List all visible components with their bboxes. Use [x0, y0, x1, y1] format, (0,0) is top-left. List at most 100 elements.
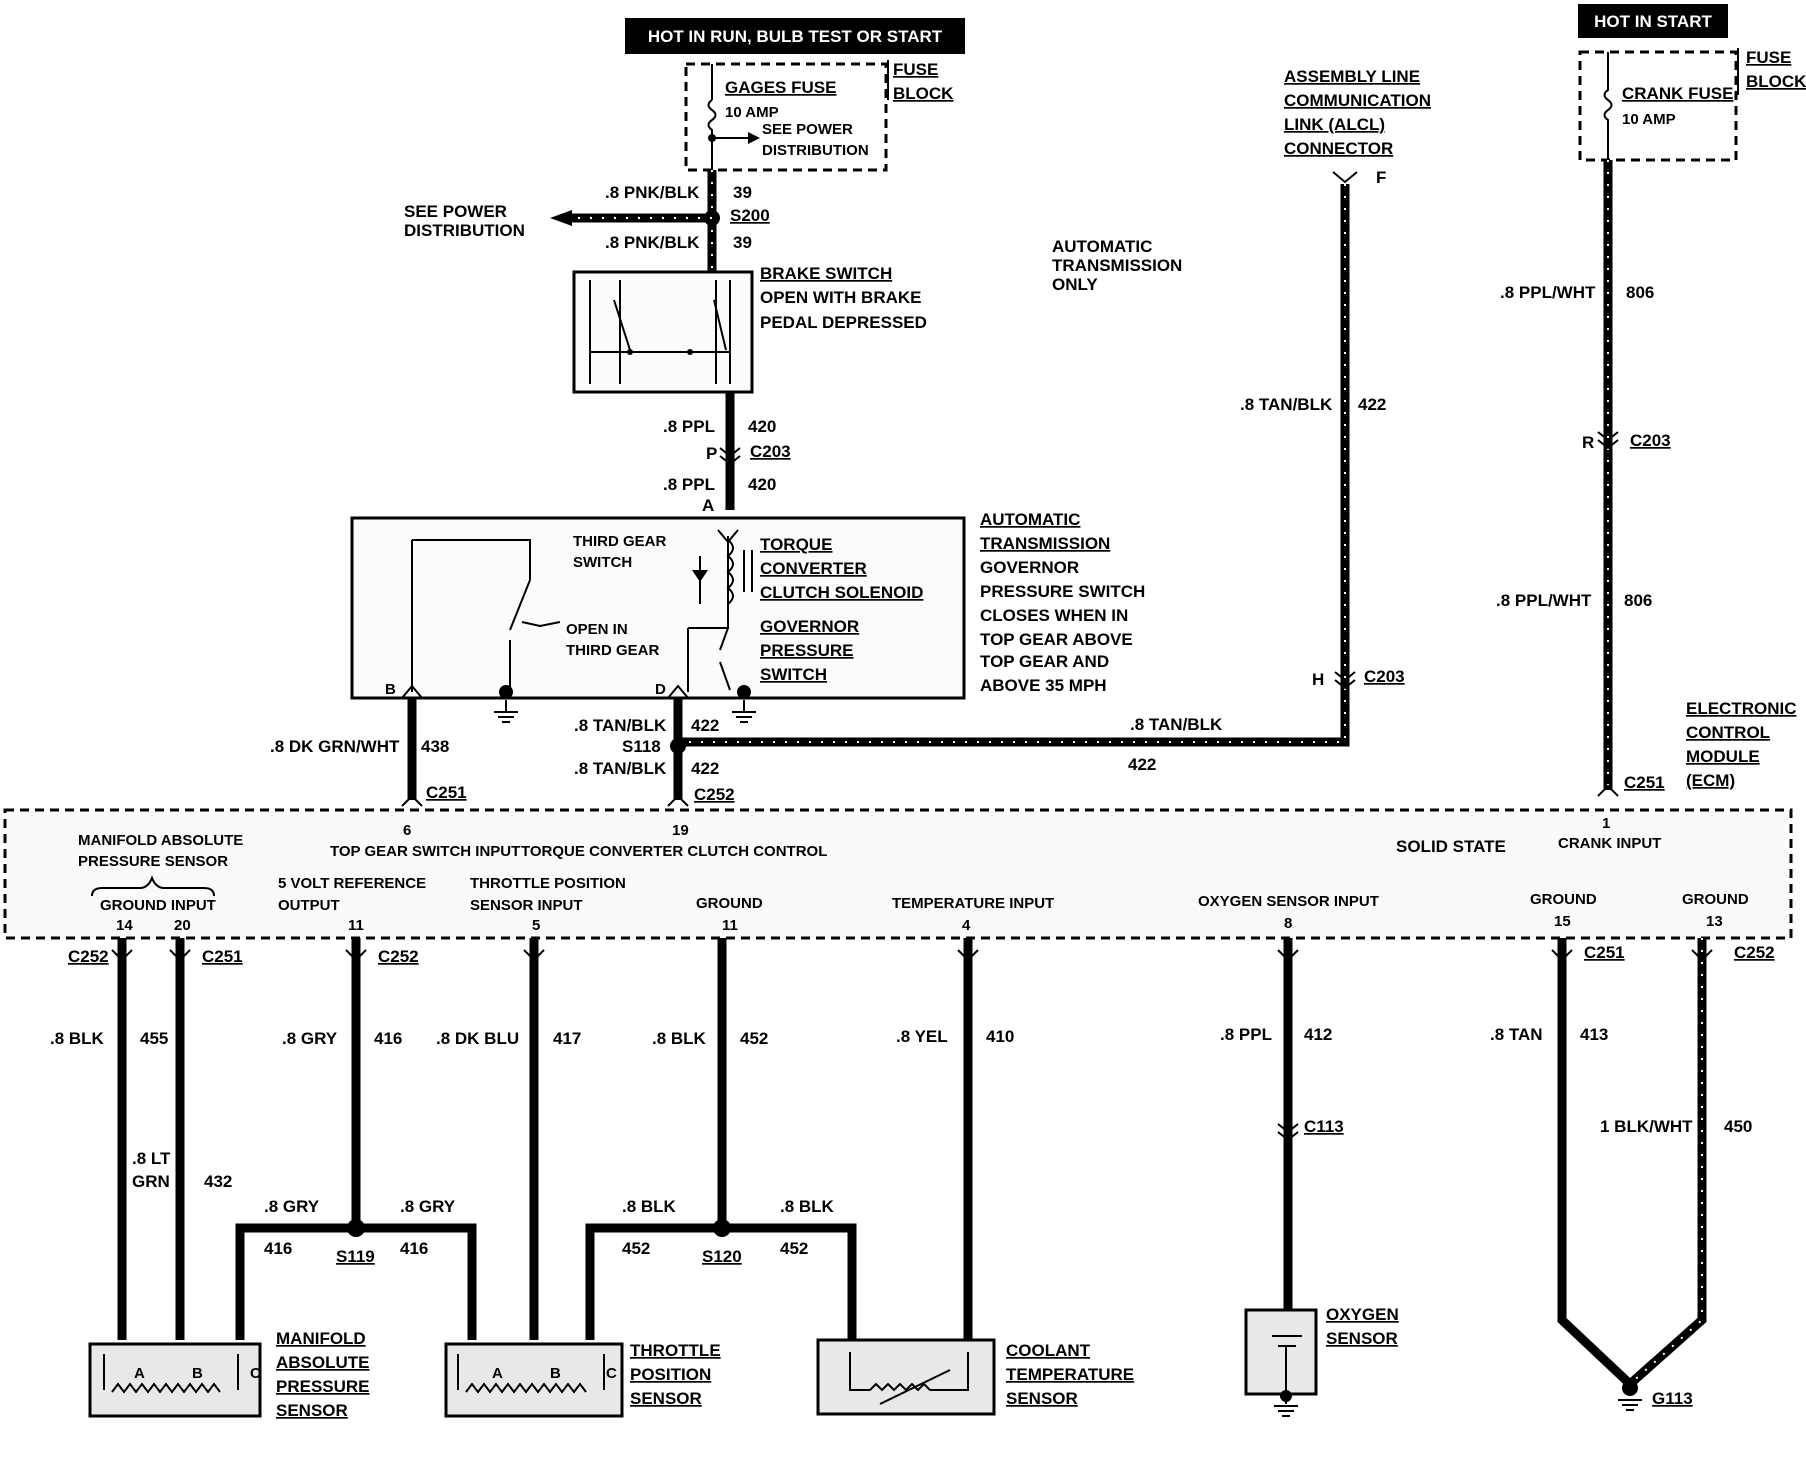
connector-c203-brake: C203 — [750, 442, 791, 461]
connector-c251-map: C251 — [202, 947, 243, 966]
oxygen-sensor: OXYGEN SENSOR — [1244, 1305, 1399, 1417]
at-desc-line: GOVERNOR — [980, 558, 1079, 577]
ecm-ground-13: GROUND — [1682, 891, 1749, 908]
ecm-pin-8: 8 — [1284, 915, 1292, 932]
ecm-pin-4: 4 — [962, 917, 971, 934]
gages-fuse-block: GAGES FUSE 10 AMP SEE POWER DISTRIBUTION… — [684, 60, 954, 172]
ecm-pin-15: 15 — [1554, 913, 1571, 930]
third-gear-switch-2: SWITCH — [573, 554, 632, 571]
connector-pin-a: A — [702, 496, 714, 515]
at-desc-line: TOP GEAR ABOVE — [980, 630, 1133, 649]
crank-fuse-block-1: FUSE — [1746, 48, 1791, 67]
ecm-temp-input: TEMPERATURE INPUT — [892, 895, 1054, 912]
wire-420-circuit-upper: 420 — [748, 417, 776, 436]
ecm-oxygen-input: OXYGEN SENSOR INPUT — [1198, 893, 1379, 910]
ecm-tps-2: SENSOR INPUT — [470, 897, 583, 914]
ecm-module: SOLID STATE MANIFOLD ABSOLUTE PRESSURE S… — [3, 808, 1793, 940]
alcl-line: COMMUNICATION — [1284, 91, 1431, 110]
wire-806-circuit-upper: 806 — [1626, 283, 1654, 302]
ecm-map-label-2: PRESSURE SENSOR — [78, 853, 228, 870]
wire-416-right-circuit: 416 — [400, 1239, 428, 1258]
wire-413-color: .8 TAN — [1490, 1025, 1543, 1044]
at-desc-line: TOP GEAR AND — [980, 652, 1109, 671]
wire-422-color-horiz: .8 TAN/BLK — [1130, 715, 1223, 734]
wire-410-circuit: 410 — [986, 1027, 1014, 1046]
connector-c252-map: C252 — [68, 947, 109, 966]
wire-416-left-color: .8 GRY — [264, 1197, 320, 1216]
at-desc-line: CLOSES WHEN IN — [980, 606, 1128, 625]
hot-in-run-label: HOT IN RUN, BULB TEST OR START — [648, 27, 943, 46]
gages-fuse-title: GAGES FUSE — [725, 78, 836, 97]
wire-422-color-lower: .8 TAN/BLK — [574, 759, 667, 778]
ecm-pin-19: 19 — [672, 822, 689, 839]
pin-d-label: D — [655, 681, 666, 698]
wire-806-color-lower: .8 PPL/WHT — [1496, 591, 1592, 610]
splice-s119 — [347, 1219, 365, 1237]
wire-450-circuit: 450 — [1724, 1117, 1752, 1136]
coolant-temperature-sensor: COOLANT TEMPERATURE SENSOR — [816, 1338, 1134, 1416]
governor-switch-1: GOVERNOR — [760, 617, 859, 636]
wire-417: .8 DK BLU 417 — [436, 938, 581, 1340]
wire-806-color-upper: .8 PPL/WHT — [1500, 283, 1596, 302]
fuse-block-label-2: BLOCK — [893, 84, 954, 103]
ecm-label-line: MODULE — [1686, 747, 1760, 766]
splice-s118-label: S118 — [622, 737, 661, 756]
tps-label-line: THROTTLE — [630, 1341, 721, 1360]
wire-420: .8 PPL 420 P C203 .8 PPL 420 A — [663, 392, 791, 515]
tps-pin-c: C — [606, 1365, 617, 1382]
alcl-connector: ASSEMBLY LINE COMMUNICATION LINK (ALCL) … — [1284, 67, 1431, 187]
ecm-label-line: (ECM) — [1686, 771, 1735, 790]
hot-in-start-label: HOT IN START — [1594, 12, 1712, 31]
wire-416-left-circuit: 416 — [264, 1239, 292, 1258]
connector-c251-topgear: C251 — [426, 783, 467, 802]
wire-432-color-1: .8 LT — [132, 1149, 171, 1168]
tcc-solenoid-2: CONVERTER — [760, 559, 867, 578]
pin-b-label: B — [385, 681, 396, 698]
auto-trans-only-note: AUTOMATIC TRANSMISSION ONLY — [1052, 237, 1182, 294]
wire-422: .8 TAN/BLK 422 H C203 .8 TAN/BLK 422 .8 … — [574, 184, 1405, 807]
alcl-line: ASSEMBLY LINE — [1284, 67, 1420, 86]
alcl-line: CONNECTOR — [1284, 139, 1393, 158]
map-label-line: SENSOR — [276, 1401, 348, 1420]
ecm-crank-input: CRANK INPUT — [1558, 835, 1661, 852]
wire-422-circuit-lower: 422 — [691, 759, 719, 778]
tps-pin-a: A — [492, 1365, 503, 1382]
wire-416-right-color: .8 GRY — [400, 1197, 456, 1216]
at-desc-line: TRANSMISSION — [980, 534, 1110, 553]
ecm-pin-6: 6 — [403, 822, 411, 839]
connector-c252-ground: C252 — [1734, 943, 1775, 962]
wire-416: C252 .8 GRY 416 .8 GRY 416 S119 .8 GRY 4… — [235, 938, 477, 1340]
wire-39-circuit-upper: 39 — [733, 183, 752, 202]
ecm-pin-5: 5 — [532, 917, 540, 934]
wire-452-left-color: .8 BLK — [622, 1197, 677, 1216]
ecm-label: ELECTRONIC CONTROL MODULE (ECM) — [1686, 699, 1797, 790]
crank-fuse-block: CRANK FUSE 10 AMP FUSE BLOCK — [1578, 48, 1806, 162]
wire-422-circuit-upper: 422 — [691, 716, 719, 735]
tps-label-line: SENSOR — [630, 1389, 702, 1408]
crank-fuse-amp: 10 AMP — [1622, 111, 1676, 128]
at-desc-line: PRESSURE SWITCH — [980, 582, 1145, 601]
wire-432-circuit: 432 — [204, 1172, 232, 1191]
ground-g113-point — [1622, 1380, 1638, 1396]
wire-452: .8 BLK 452 .8 BLK 452 S120 .8 BLK 452 — [585, 938, 857, 1340]
wire-417-circuit: 417 — [553, 1029, 581, 1048]
brake-switch-line3: PEDAL DEPRESSED — [760, 313, 927, 332]
splice-s118 — [670, 738, 686, 754]
wire-422-circuit-alcl: 422 — [1358, 395, 1386, 414]
cts-label-line: TEMPERATURE — [1006, 1365, 1134, 1384]
map-sensor-wiring: C252 C251 .8 BLK 455 .8 LT GRN 432 — [50, 938, 243, 1340]
ecm-tcc-control: TORQUE CONVERTER CLUTCH CONTROL — [521, 843, 827, 860]
wire-420-color-upper: .8 PPL — [663, 417, 715, 436]
auto-trans-description: AUTOMATIC TRANSMISSION GOVERNOR PRESSURE… — [980, 510, 1145, 695]
wire-455-circuit: 455 — [140, 1029, 168, 1048]
connector-pin-p: P — [706, 444, 717, 463]
wire-452-color: .8 BLK — [652, 1029, 707, 1048]
gages-fuse-amp: 10 AMP — [725, 104, 779, 121]
ecm-ground-15: GROUND — [1530, 891, 1597, 908]
alcl-line: LINK (ALCL) — [1284, 115, 1385, 134]
hot-in-run-header: HOT IN RUN, BULB TEST OR START — [625, 18, 965, 54]
wire-432-color-2: GRN — [132, 1172, 170, 1191]
ecm-ground-input: GROUND INPUT — [100, 897, 216, 914]
gages-distribution: DISTRIBUTION — [762, 142, 869, 159]
